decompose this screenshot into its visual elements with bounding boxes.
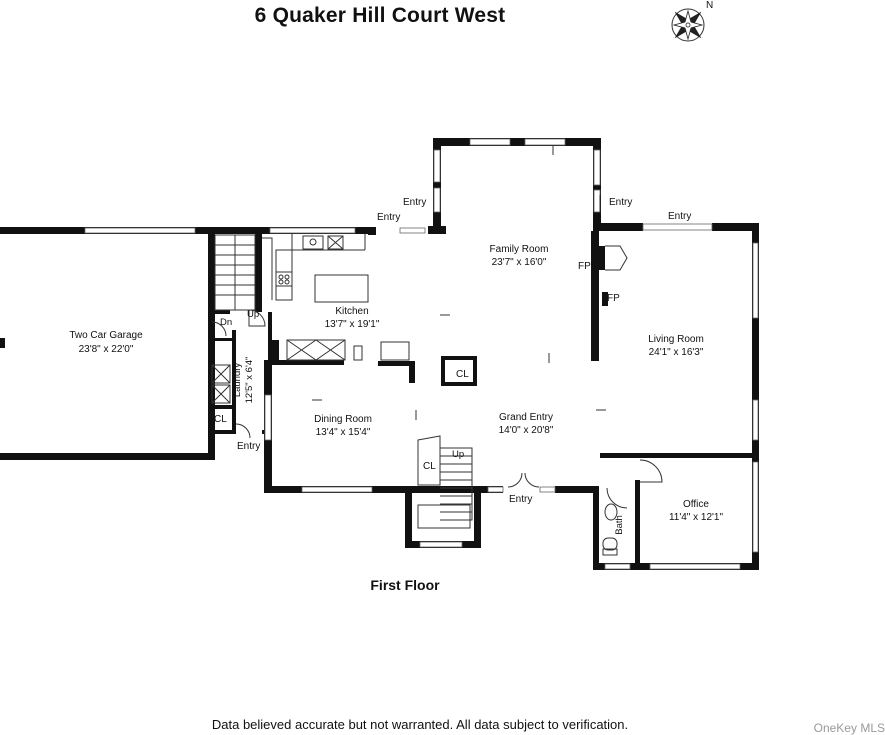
kitchen-dims: 13'7" x 19'1" — [325, 319, 380, 330]
entry-label-family-west: Entry — [403, 197, 426, 208]
compass-north-label: N — [706, 0, 713, 11]
annotations: Entry Entry Entry Entry Entry Entry CL C… — [214, 197, 691, 505]
stair-up-label-main: Up — [247, 309, 259, 320]
fireplace-label-family: FP — [578, 261, 591, 272]
stair-up-label-entry: Up — [452, 449, 464, 460]
room-grand-entry: Grand Entry 14'0" x 20'8" — [499, 412, 554, 436]
kitchen-name: Kitchen — [335, 306, 368, 317]
dining-room-dims: 13'4" x 15'4" — [316, 427, 371, 438]
entry-label-front: Entry — [509, 494, 532, 505]
closet-label-laundry: CL — [214, 414, 227, 425]
room-office: Office 11'4" x 12'1" — [669, 499, 724, 523]
grand-entry-dims: 14'0" x 20'8" — [499, 425, 554, 436]
entry-label-family-east: Entry — [609, 197, 632, 208]
family-room-dims: 23'7" x 16'0" — [492, 257, 547, 268]
room-bath: Bath — [614, 515, 625, 535]
living-room-dims: 24'1" x 16'3" — [649, 347, 704, 358]
living-room-name: Living Room — [648, 334, 704, 345]
compass-icon — [671, 8, 705, 42]
fireplace-label-living: FP — [607, 293, 620, 304]
stair-down-label: Dn — [220, 317, 232, 328]
room-dining: Dining Room 13'4" x 15'4" — [314, 414, 372, 438]
entry-label-kitchen: Entry — [377, 212, 400, 223]
room-laundry: Laundry 12'5" x 6'4" — [232, 357, 255, 404]
office-dims: 11'4" x 12'1" — [669, 512, 724, 523]
grand-entry-name: Grand Entry — [499, 412, 553, 423]
watermark: OneKey MLS — [813, 721, 885, 735]
closet-label-stair: CL — [423, 461, 436, 472]
laundry-dims: 12'5" x 6'4" — [244, 357, 255, 404]
bath-name: Bath — [614, 515, 625, 535]
room-living: Living Room 24'1" x 16'3" — [648, 334, 704, 358]
laundry-name: Laundry — [232, 363, 243, 398]
office-name: Office — [683, 499, 709, 510]
room-garage: Two Car Garage 23'8" x 22'0" — [69, 330, 143, 355]
page-title: 6 Quaker Hill Court West — [254, 4, 506, 27]
windows — [84, 138, 759, 570]
dining-room-name: Dining Room — [314, 414, 372, 425]
entry-label-living: Entry — [668, 211, 691, 222]
garage-dims: 23'8" x 22'0" — [79, 344, 134, 355]
garage-name: Two Car Garage — [69, 330, 143, 341]
closet-label-entry: CL — [456, 369, 469, 380]
disclaimer: Data believed accurate but not warranted… — [211, 717, 629, 732]
family-room-name: Family Room — [490, 244, 549, 255]
room-kitchen: Kitchen 13'7" x 19'1" — [325, 306, 380, 330]
room-family: Family Room 23'7" x 16'0" — [490, 244, 549, 268]
fixtures — [211, 145, 663, 556]
floor-label: First Floor — [370, 577, 440, 593]
entry-label-side: Entry — [237, 441, 260, 452]
